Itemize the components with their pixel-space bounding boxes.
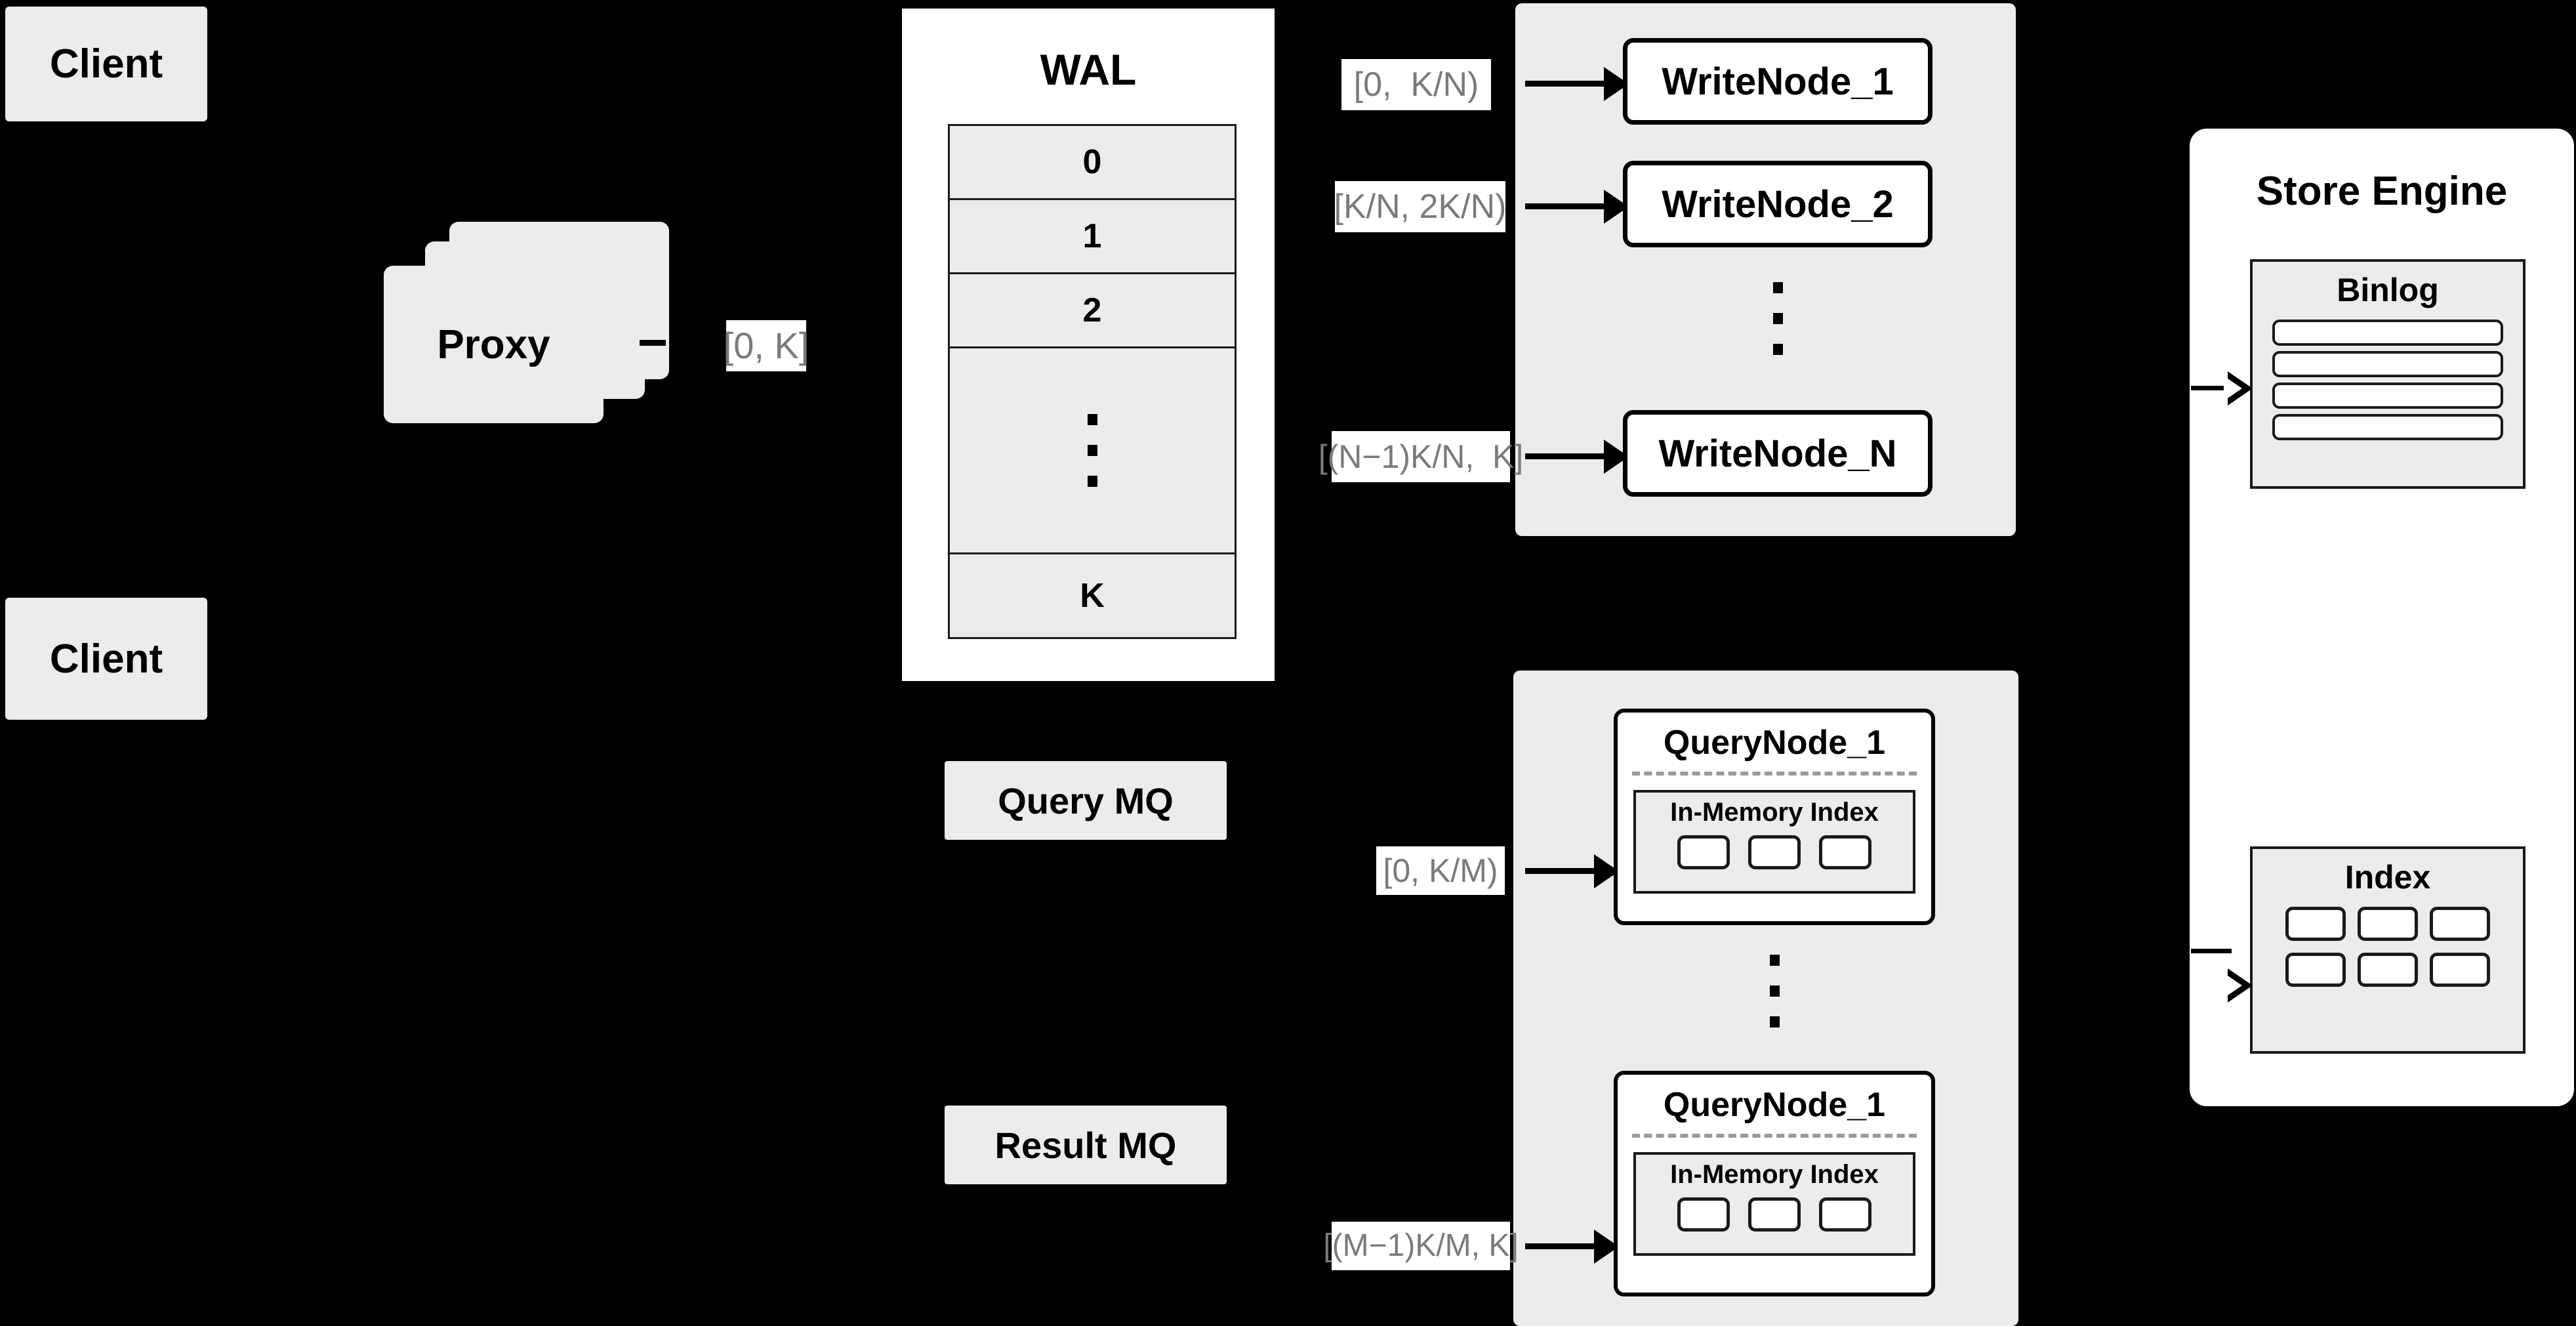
write-node-n-range-text: [(N−1)K/N, K] (1318, 438, 1524, 475)
wal-title: WAL (1040, 45, 1137, 94)
write-node-1-label: WriteNode_1 (1662, 60, 1894, 103)
proxy-node[interactable]: Proxy (384, 266, 603, 423)
write-node-n-arrow-line (1525, 453, 1607, 459)
memory-index-cell[interactable] (1819, 835, 1871, 869)
write-node-1-range-text: [0, K/N) (1353, 66, 1479, 104)
binlog-entry[interactable] (2272, 351, 2503, 377)
query-node-1-range-text: [0, K/M) (1383, 852, 1498, 889)
wal-row-label: K (1080, 576, 1105, 615)
query-node-1-divider (1632, 772, 1917, 776)
store-engine-title: Store Engine (2256, 169, 2508, 214)
write-node-2-label: WriteNode_2 (1662, 182, 1894, 226)
proxy-connector-stub (640, 340, 666, 346)
query-node-n-range-label: [(M−1)K/M, K] (1323, 1222, 1519, 1270)
wal-row[interactable]: K (950, 554, 1235, 636)
wal-vertical-ellipsis-icon (1087, 414, 1097, 487)
wal-row-ellipsis (950, 348, 1235, 554)
wal-row[interactable]: 1 (950, 200, 1235, 274)
binlog-entry[interactable] (2272, 383, 2503, 409)
write-node-vertical-ellipsis-icon (1768, 272, 1788, 364)
query-node-n-divider (1632, 1134, 1917, 1138)
binlog-entry[interactable] (2272, 320, 2503, 346)
query-node-vertical-ellipsis-icon (1765, 945, 1784, 1037)
query-node-1-arrow-line (1525, 868, 1597, 874)
query-node-1-range-label: [0, K/M) (1376, 846, 1505, 895)
wal-row-label: 2 (1082, 291, 1102, 329)
wal-row-label: 0 (1082, 143, 1102, 181)
index-container: Index (2250, 846, 2525, 1054)
result-mq-node[interactable]: Result MQ (945, 1106, 1227, 1184)
index-title: Index (2344, 859, 2431, 896)
index-cell[interactable] (2285, 907, 2346, 941)
write-node-n-range-label: [(N−1)K/N, K] (1319, 431, 1523, 482)
memory-index-cell[interactable] (1677, 1197, 1730, 1232)
binlog-container: Binlog (2250, 259, 2525, 489)
proxy-range-label-text: [0, K] (723, 325, 809, 366)
write-node-1[interactable]: WriteNode_1 (1623, 38, 1932, 125)
binlog-arrow-line (2191, 386, 2232, 390)
wal-row[interactable]: 0 (950, 126, 1235, 200)
query-node-n-arrow-line (1525, 1243, 1597, 1249)
proxy-node-label: Proxy (437, 321, 550, 367)
query-node-n-memory-index-title: In-Memory Index (1670, 1160, 1879, 1189)
index-cell[interactable] (2430, 907, 2490, 941)
client-node-2-label: Client (49, 636, 163, 682)
wal-row[interactable]: 2 (950, 274, 1235, 348)
index-cell[interactable] (2358, 907, 2418, 941)
memory-index-cell[interactable] (1677, 835, 1730, 869)
result-mq-label: Result MQ (994, 1124, 1177, 1166)
query-node-1[interactable]: QueryNode_1 In-Memory Index (1614, 709, 1935, 925)
write-node-1-arrow-line (1525, 81, 1607, 87)
query-node-n-memory-index: In-Memory Index (1633, 1152, 1915, 1256)
query-mq-node[interactable]: Query MQ (945, 761, 1227, 840)
index-cell[interactable] (2430, 953, 2490, 987)
proxy-range-label: [0, K] (723, 320, 809, 371)
write-node-2-range-label: [K/N, 2K/N) (1334, 181, 1507, 232)
index-arrow-head-icon (2224, 968, 2253, 1003)
write-node-1-range-label: [0, K/N) (1341, 59, 1491, 110)
write-node-2[interactable]: WriteNode_2 (1623, 161, 1932, 247)
client-node-1[interactable]: Client (5, 7, 207, 121)
client-node-2[interactable]: Client (5, 598, 207, 720)
wal-table: 0 1 2 K (948, 124, 1237, 639)
binlog-entry[interactable] (2272, 414, 2503, 440)
wal-container: WAL 0 1 2 K (896, 3, 1280, 687)
query-node-1-title: QueryNode_1 (1663, 724, 1886, 762)
binlog-arrow-head-icon (2224, 371, 2253, 405)
memory-index-cell[interactable] (1819, 1197, 1871, 1232)
query-mq-label: Query MQ (998, 779, 1174, 821)
write-node-n[interactable]: WriteNode_N (1623, 410, 1932, 497)
query-node-1-memory-index-title: In-Memory Index (1670, 798, 1879, 827)
index-cell[interactable] (2358, 953, 2418, 987)
query-node-n-title: QueryNode_1 (1663, 1086, 1886, 1124)
memory-index-cell[interactable] (1748, 1197, 1801, 1232)
wal-row-label: 1 (1082, 217, 1102, 255)
write-node-2-range-text: [K/N, 2K/N) (1334, 188, 1507, 226)
write-node-n-label: WriteNode_N (1658, 432, 1897, 475)
index-cell[interactable] (2285, 953, 2346, 987)
client-node-1-label: Client (49, 41, 163, 87)
query-node-n-range-text: [(M−1)K/M, K] (1323, 1228, 1519, 1263)
query-node-n[interactable]: QueryNode_1 In-Memory Index (1614, 1071, 1935, 1296)
index-arrow-line (2191, 949, 2232, 953)
binlog-title: Binlog (2337, 272, 2439, 308)
memory-index-cell[interactable] (1748, 835, 1801, 869)
write-node-2-arrow-line (1525, 203, 1607, 209)
query-node-1-memory-index: In-Memory Index (1633, 790, 1915, 894)
